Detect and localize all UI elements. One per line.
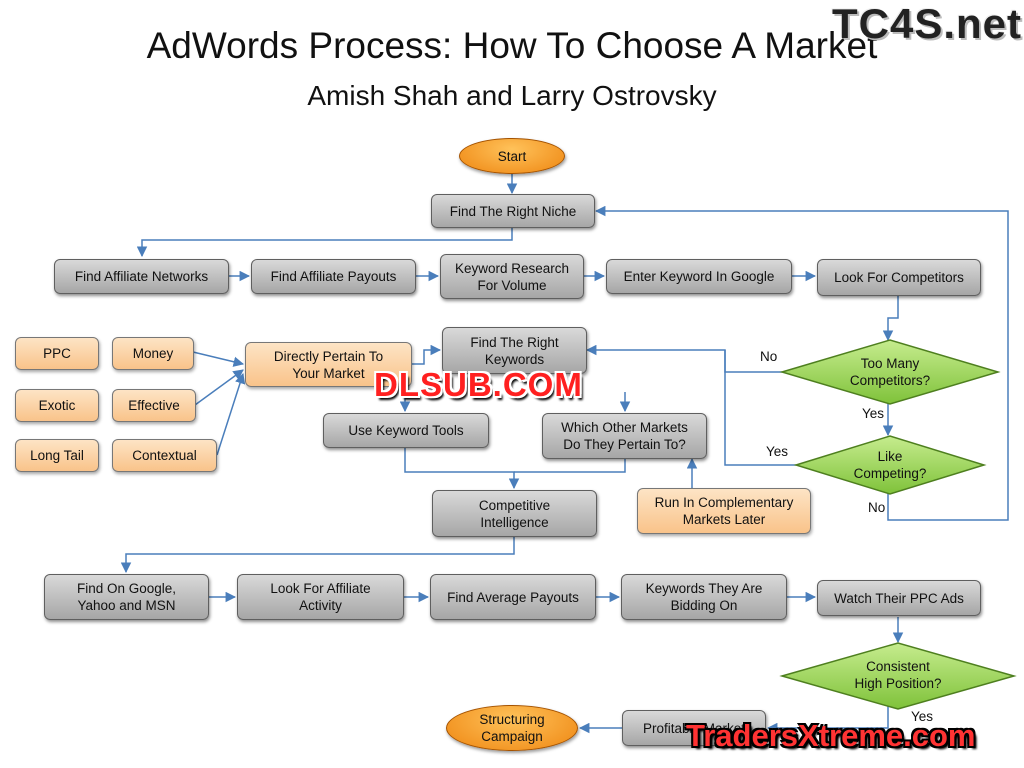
exotic-box: Exotic <box>15 389 99 422</box>
like-competing-label: Like Competing? <box>853 449 927 481</box>
keyword-research-box: Keyword Research For Volume <box>440 254 584 299</box>
start-terminal: Start <box>459 138 565 174</box>
edge-like-no <box>594 205 1009 521</box>
edge-consistent-yes <box>766 704 889 734</box>
edge-label-no-like: No <box>868 500 886 515</box>
find-average-payouts-box: Find Average Payouts <box>430 574 596 620</box>
money-box: Money <box>112 337 194 370</box>
edge-ci-to-google <box>120 537 515 574</box>
find-affiliate-payouts-box: Find Affiliate Payouts <box>251 259 416 294</box>
profitable-market-box: Profitable Market <box>622 710 766 746</box>
effective-box: Effective <box>112 389 196 422</box>
watermark-tc4s: TC4S.net <box>832 0 1023 47</box>
edge-label-no-too-many: No <box>760 349 778 364</box>
competitive-intelligence-box: Competitive Intelligence <box>432 490 597 537</box>
edge-direct-to-keywords <box>412 344 442 365</box>
watch-ppc-ads-box: Watch Their PPC Ads <box>817 580 981 616</box>
edge-label-yes-too-many: Yes <box>862 406 885 421</box>
keywords-bidding-box: Keywords They Are Bidding On <box>621 574 787 620</box>
edge-toomany-no <box>585 344 782 373</box>
look-for-competitors-box: Look For Competitors <box>817 259 981 296</box>
edge-like-yes <box>724 350 796 466</box>
decision-diamond-too-many <box>779 339 1001 405</box>
edge-effective-to-direct <box>194 369 244 406</box>
edge-money-to-direct <box>192 351 245 367</box>
decision-diamond-like <box>793 435 987 495</box>
decision-diamond-consistent <box>779 642 1017 710</box>
directly-pertain-box: Directly Pertain To Your Market <box>245 342 412 387</box>
enter-keyword-google-box: Enter Keyword In Google <box>606 259 792 294</box>
use-keyword-tools-box: Use Keyword Tools <box>323 413 489 448</box>
look-affiliate-activity-box: Look For Affiliate Activity <box>237 574 404 620</box>
ppc-box: PPC <box>15 337 99 370</box>
run-complementary-box: Run In Complementary Markets Later <box>637 488 811 534</box>
edge-look-to-toomany <box>882 296 899 342</box>
long-tail-box: Long Tail <box>15 439 99 472</box>
edge-which-to-ci <box>514 459 626 473</box>
edge-label-yes-consistent: Yes <box>911 709 934 724</box>
too-many-competitors-label: Too Many Competitors? <box>849 356 931 388</box>
watermark-dlsub: DLSUB.COM <box>374 366 583 403</box>
edge-niche-to-networks <box>136 228 513 258</box>
structuring-campaign-terminal: Structuring Campaign <box>446 705 578 751</box>
watermark-tradersxtreme: TradersXtreme.com <box>686 718 976 753</box>
find-right-niche-box: Find The Right Niche <box>431 194 595 228</box>
find-on-google-box: Find On Google, Yahoo and MSN <box>44 574 209 620</box>
consistent-high-position-label: Consistent High Position? <box>854 659 942 691</box>
find-affiliate-networks-box: Find Affiliate Networks <box>54 259 229 294</box>
edge-tools-to-ci <box>404 448 520 490</box>
slide-subtitle: Amish Shah and Larry Ostrovsky <box>307 80 717 111</box>
edge-label-yes-like: Yes <box>766 444 789 459</box>
contextual-box: Contextual <box>112 439 217 472</box>
which-other-markets-box: Which Other Markets Do They Pertain To? <box>542 413 707 459</box>
find-right-keywords-box: Find The Right Keywords <box>442 327 587 374</box>
slide-title: AdWords Process: How To Choose A Market <box>146 25 878 66</box>
edge-contextual-to-direct <box>216 373 246 456</box>
